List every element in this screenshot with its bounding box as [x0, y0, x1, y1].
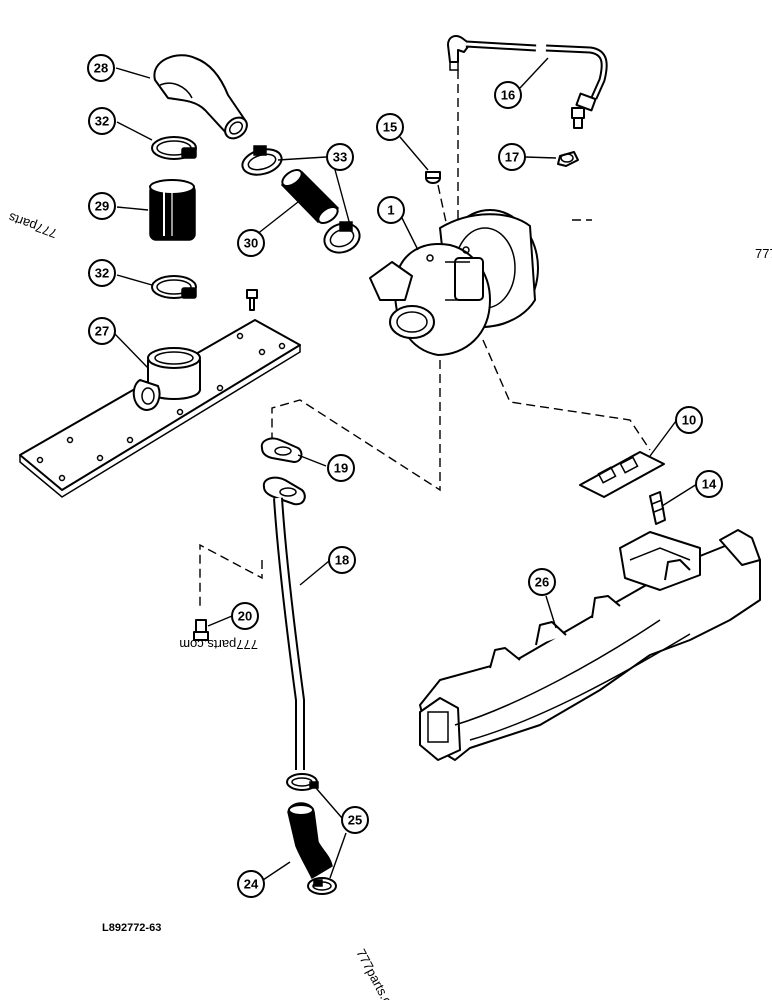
svg-text:32: 32	[95, 114, 109, 129]
curved-hose	[287, 802, 333, 880]
leader-lines	[112, 57, 698, 881]
small-fitting	[425, 171, 441, 184]
plate-bolt	[246, 289, 258, 311]
svg-text:33: 33	[333, 150, 347, 165]
callout-27: 27	[88, 317, 116, 345]
mounting-bolt	[193, 619, 209, 641]
svg-text:32: 32	[95, 266, 109, 281]
callout-15: 15	[376, 113, 404, 141]
turbo-gasket	[579, 451, 665, 498]
intake-cover-plate	[19, 319, 301, 498]
v-band-clamp-upper	[241, 145, 283, 176]
callout-20: 20	[231, 602, 259, 630]
callout-1: 1	[377, 196, 405, 224]
callout-33: 33	[326, 143, 354, 171]
callout-14: 14	[695, 470, 723, 498]
callout-18: 18	[328, 546, 356, 574]
plug	[557, 151, 579, 167]
svg-text:30: 30	[244, 236, 258, 251]
watermark-left: 777parts	[6, 210, 59, 242]
svg-text:20: 20	[238, 609, 252, 624]
assembly-lines	[199, 70, 651, 610]
svg-text:18: 18	[335, 553, 349, 568]
stud	[649, 491, 666, 525]
watermark-right: 777	[755, 246, 772, 261]
svg-text:17: 17	[505, 150, 519, 165]
svg-text:16: 16	[501, 88, 515, 103]
hose-clamp-upper	[151, 136, 197, 160]
callout-32-lower: 32	[88, 259, 116, 287]
callout-24: 24	[237, 870, 265, 898]
black-hose	[149, 179, 196, 241]
turbocharger	[369, 209, 539, 356]
elbow-pipe	[153, 54, 248, 140]
callout-19: 19	[327, 454, 355, 482]
oil-line-gasket	[260, 437, 303, 463]
hose-sleeve	[280, 169, 340, 224]
callout-28: 28	[87, 54, 115, 82]
callout-30: 30	[237, 229, 265, 257]
svg-text:19: 19	[334, 461, 348, 476]
exhaust-manifold	[419, 529, 761, 761]
svg-text:1: 1	[387, 203, 394, 218]
svg-text:28: 28	[94, 61, 108, 76]
svg-text:27: 27	[95, 324, 109, 339]
svg-text:29: 29	[95, 199, 109, 214]
svg-text:25: 25	[348, 813, 362, 828]
hose-clamp-25-lower	[307, 877, 337, 895]
callout-17: 17	[498, 143, 526, 171]
oil-supply-line	[447, 35, 608, 129]
drawing-code: L892772-63	[102, 922, 161, 934]
callout-32-upper: 32	[88, 107, 116, 135]
watermark-bottom: 777parts.c	[353, 946, 395, 1000]
callout-26: 26	[528, 568, 556, 596]
callout-16: 16	[494, 81, 522, 109]
svg-text:15: 15	[383, 120, 397, 135]
callout-10: 10	[675, 406, 703, 434]
hose-clamp-25-upper	[286, 773, 319, 791]
watermark-center: 777parts.com	[179, 637, 258, 652]
callout-25: 25	[341, 806, 369, 834]
v-band-clamp-lower	[323, 221, 361, 254]
oil-drain-tube	[262, 476, 306, 770]
hose-clamp-lower	[151, 275, 197, 299]
svg-text:10: 10	[682, 413, 696, 428]
svg-text:26: 26	[535, 575, 549, 590]
callout-29: 29	[88, 192, 116, 220]
svg-text:14: 14	[702, 477, 717, 492]
svg-text:24: 24	[244, 877, 259, 892]
